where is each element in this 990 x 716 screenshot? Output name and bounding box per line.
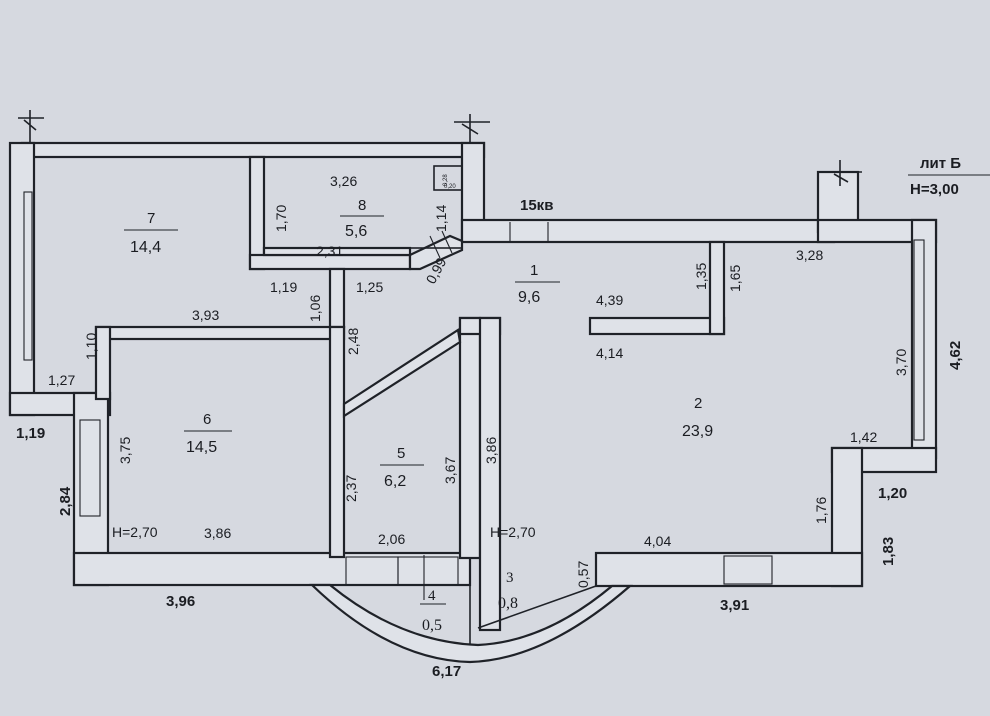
bay-arc [309, 583, 633, 664]
dim-1-27: 1,27 [48, 372, 75, 388]
riser-middle-icon [454, 114, 490, 143]
dim-1-83: 1,83 [880, 537, 897, 566]
wall-7-6 [94, 325, 346, 341]
dim-2-06: 2,06 [378, 531, 405, 547]
dim-3-86-b: 3,86 [483, 437, 499, 464]
room-3-number: 3 [506, 570, 514, 586]
room-6-height: H=2,70 [112, 524, 158, 540]
bay-divider-3 [477, 585, 597, 629]
building-height: H=3,00 [910, 181, 959, 198]
wall-8-diagonal [408, 234, 464, 271]
room-6-number: 6 [203, 411, 211, 428]
room-2-number: 2 [694, 395, 702, 412]
risers [18, 110, 862, 186]
wall-left-outer [8, 141, 36, 417]
dim-3-75: 3,75 [117, 437, 133, 464]
dim-2-84: 2,84 [57, 486, 74, 516]
room-8-number: 8 [358, 197, 366, 214]
dim-2-48: 2,48 [345, 328, 361, 355]
dim-4-39: 4,39 [596, 292, 623, 308]
room-5-number: 5 [397, 445, 405, 462]
bay [309, 583, 633, 664]
room-8-outline [263, 156, 463, 249]
dim-1-35: 1,35 [693, 263, 709, 290]
wall-5-right [458, 316, 482, 560]
dim-1-10: 1,10 [83, 333, 99, 360]
room-1-number: 1 [530, 262, 538, 279]
room-2-area: 23,9 [682, 423, 713, 440]
wall-corridor-left [328, 267, 346, 329]
inner-lines [23, 156, 925, 600]
dim-1-25: 1,25 [356, 279, 383, 295]
window-left [23, 191, 33, 361]
room-7-area: 14,4 [130, 239, 161, 256]
wall-bottom-left [72, 551, 472, 587]
room-5-area: 6,2 [384, 473, 406, 490]
dim-1-19-a: 1,19 [270, 279, 297, 295]
wall-6-5 [328, 325, 346, 559]
dim-3-91: 3,91 [720, 597, 749, 614]
room-4-number: 4 [428, 588, 436, 604]
dim-6-17: 6,17 [432, 663, 461, 680]
riser-right-icon [818, 160, 862, 186]
stair-diagonal [342, 328, 462, 419]
building-label: лит Б [920, 155, 961, 172]
dim-0-28: 0,28 [443, 174, 449, 186]
wall-stub-2-vert [708, 240, 726, 336]
room-8-area: 5,6 [345, 223, 367, 240]
dim-1-06: 1,06 [307, 295, 323, 322]
center-height: H=2,70 [490, 524, 536, 540]
apartment-label: 15кв [520, 197, 553, 214]
dim-4-04: 4,04 [644, 533, 671, 549]
dim-3-96: 3,96 [166, 593, 195, 610]
tick-6 [429, 235, 441, 259]
dim-2-31: 2,31 [316, 243, 343, 259]
dim-2-37: 2,37 [343, 475, 359, 502]
tick-7 [441, 230, 453, 254]
dim-1-70: 1,70 [273, 205, 289, 232]
wall-top-left [20, 141, 486, 159]
dim-1-65: 1,65 [727, 265, 743, 292]
dim-3-93: 3,93 [192, 307, 219, 323]
dim-1-20: 1,20 [878, 485, 907, 502]
dim-0-20: 0,20 [444, 184, 456, 190]
room-8-vent [433, 165, 463, 191]
dim-1-14: 1,14 [433, 205, 449, 232]
dim-0-57: 0,57 [575, 561, 591, 588]
dim-1-76: 1,76 [813, 497, 829, 524]
wall-bottom-right [594, 551, 864, 588]
room-3-area: 0,8 [498, 595, 518, 612]
dim-3-86-a: 3,86 [204, 525, 231, 541]
window-room2 [723, 555, 773, 585]
window-room5-b [397, 556, 459, 586]
wall-stub-2 [588, 316, 726, 336]
riser-left-icon [18, 110, 44, 143]
dim-3-28: 3,28 [796, 247, 823, 263]
window-room6 [79, 419, 101, 517]
dim-3-70: 3,70 [893, 349, 909, 376]
room-4-area: 0,5 [422, 617, 442, 634]
dim-1-19-b: 1,19 [16, 425, 45, 442]
dim-4-62: 4,62 [947, 341, 964, 370]
dim-4-14: 4,14 [596, 345, 623, 361]
wall-7-6-left [94, 325, 112, 401]
room-1-area: 9,6 [518, 289, 540, 306]
room-6-area: 14,5 [186, 439, 217, 456]
wall-center [478, 316, 502, 632]
wall-top-room1 [460, 218, 836, 244]
dim-3-26: 3,26 [330, 173, 357, 189]
labels: лит Б H=3,00 15кв 7 14,4 8 5,6 1 9,6 2 2… [16, 155, 990, 680]
wall-7-8 [248, 155, 266, 271]
walls [8, 141, 938, 632]
room-7-number: 7 [147, 210, 155, 227]
dim-3-67: 3,67 [442, 457, 458, 484]
dim-1-42: 1,42 [850, 429, 877, 445]
window-right [913, 239, 925, 441]
